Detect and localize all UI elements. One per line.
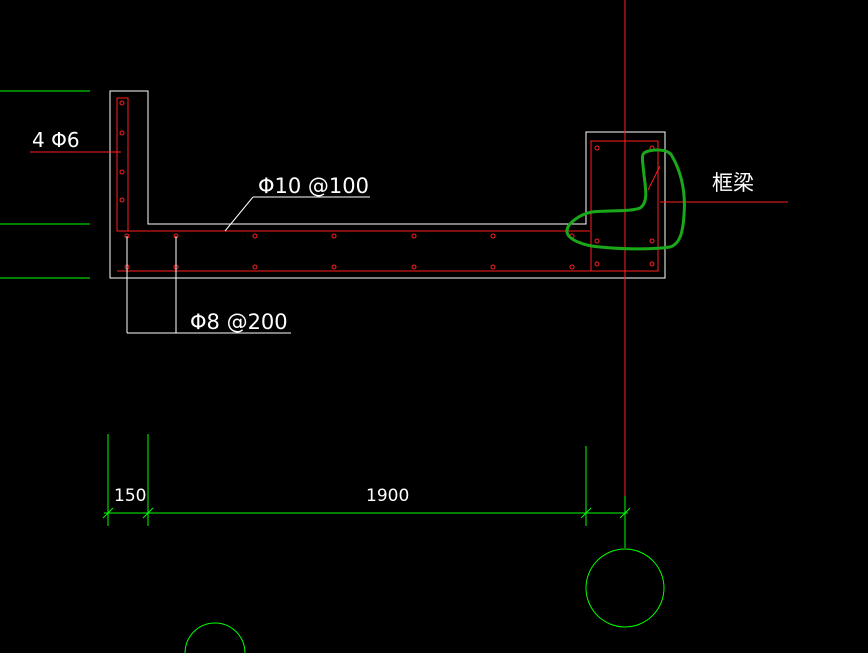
rebar-dot (594, 238, 600, 244)
corner-rebar-label: 4 Φ6 (32, 128, 80, 152)
section-outline (109, 90, 666, 279)
wall-stirrup (116, 97, 129, 232)
beam-hook (647, 165, 661, 191)
rebar-dot (331, 233, 337, 239)
rebar-dot (649, 238, 655, 244)
dimension-label-1900: 1900 (366, 486, 409, 506)
slab-outline (109, 90, 666, 279)
dimension-tick (142, 507, 154, 519)
rebar-dot (119, 130, 125, 136)
left-guide-lines (0, 90, 90, 279)
dimension-label-150: 150 (114, 486, 146, 506)
rebar-dot (252, 264, 258, 270)
bottom-rebar-label: Φ8 @200 (190, 310, 288, 334)
rebar-dot (490, 233, 496, 239)
dimension-tick (619, 507, 631, 519)
rebar-dot (252, 233, 258, 239)
rebar-dot (411, 264, 417, 270)
frame-beam-label: 框梁 (712, 171, 754, 195)
rebar-dot (119, 197, 125, 203)
rebar-dot (594, 145, 600, 151)
highlight-scribble (565, 148, 686, 251)
rebar-dot (119, 169, 125, 175)
rebar-dot (569, 264, 575, 270)
dimension-tick (580, 507, 592, 519)
rebar-dot (119, 100, 125, 106)
annotation-leaders (126, 196, 370, 334)
dimension-tick (102, 507, 114, 519)
dimension-lines (102, 434, 665, 653)
rebar-dot (411, 233, 417, 239)
rebar-lines (30, 0, 788, 548)
axis-bubble-partial (184, 622, 246, 653)
rebar-dot (649, 261, 655, 267)
top-rebar-leader-diagonal (224, 196, 254, 232)
rebar-dot (331, 264, 337, 270)
rebar-dot (490, 264, 496, 270)
axis-bubble (585, 548, 665, 628)
rebar-dots (119, 100, 655, 270)
top-rebar-label: Φ10 @100 (258, 174, 369, 198)
rebar-dot (594, 261, 600, 267)
